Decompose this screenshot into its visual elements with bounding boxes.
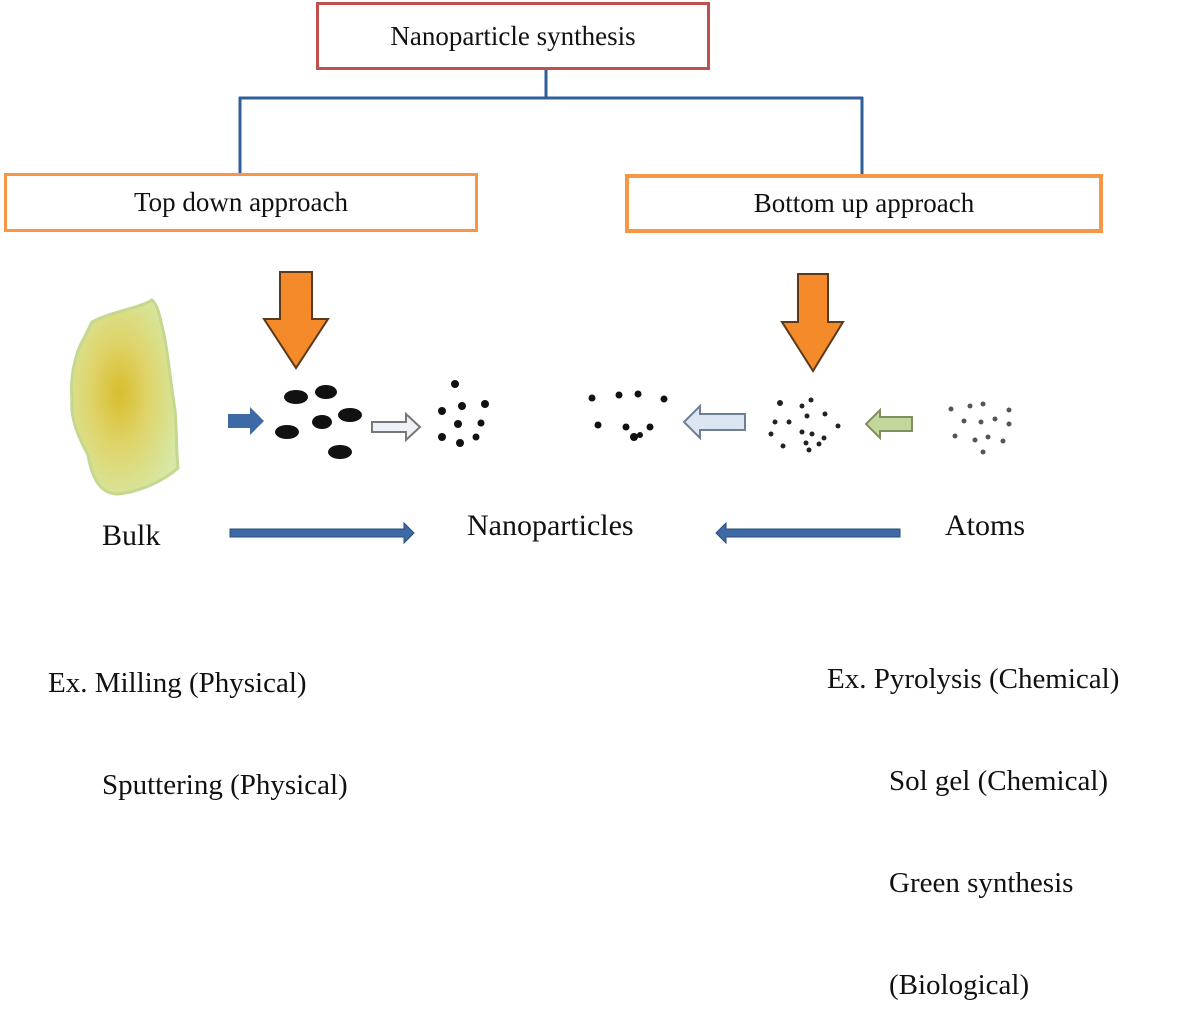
root-node-label: Nanoparticle synthesis bbox=[390, 20, 636, 51]
bottom-up-examples: Ex. Pyrolysis (Chemical) Sol gel (Chemic… bbox=[827, 594, 1119, 1036]
top-down-nanoparticles bbox=[438, 380, 489, 447]
bottom-up-example-3: Green synthesis bbox=[827, 866, 1119, 900]
atoms-to-nanoparticles-arrow-icon bbox=[715, 521, 901, 545]
hollow-right-arrow-icon bbox=[371, 411, 422, 443]
example-prefix: Ex. bbox=[48, 667, 88, 699]
bulk-to-nanoparticles-arrow-icon bbox=[229, 521, 415, 545]
bulk-material-icon bbox=[70, 298, 180, 496]
tree-connectors bbox=[238, 70, 864, 175]
example-item: Pyrolysis (Chemical) bbox=[873, 663, 1120, 695]
nanoparticles-label: Nanoparticles bbox=[467, 509, 634, 542]
bottom-up-nanoparticles bbox=[588, 390, 668, 441]
bottom-up-example-2: Sol gel (Chemical) bbox=[827, 764, 1119, 798]
example-prefix: Ex. bbox=[827, 663, 867, 695]
small-blue-arrow-icon bbox=[228, 407, 264, 435]
large-particles bbox=[275, 385, 362, 459]
hollow-left-arrow-icon bbox=[682, 403, 746, 441]
example-item: Sol gel (Chemical) bbox=[889, 765, 1109, 797]
green-left-arrow-icon bbox=[864, 407, 913, 441]
bulk-label: Bulk bbox=[102, 519, 161, 552]
top-down-examples: Ex. Milling (Physical) Sputtering (Physi… bbox=[48, 598, 348, 836]
bottom-up-arrow-icon bbox=[780, 273, 845, 373]
example-item: Milling (Physical) bbox=[94, 667, 307, 699]
root-node-nanoparticle-synthesis: Nanoparticle synthesis bbox=[316, 2, 710, 70]
diagram-graphics bbox=[70, 70, 1012, 545]
example-item: Green synthesis bbox=[889, 867, 1074, 899]
example-item: (Biological) bbox=[889, 969, 1030, 1001]
atoms-cluster bbox=[948, 401, 1012, 455]
top-down-example-2: Sputtering (Physical) bbox=[48, 768, 348, 802]
branch-node-bottom-up: Bottom up approach bbox=[625, 174, 1103, 233]
example-item: Sputtering (Physical) bbox=[102, 769, 348, 801]
bottom-up-label: Bottom up approach bbox=[753, 188, 975, 218]
branch-node-top-down: Top down approach bbox=[4, 173, 478, 232]
atoms-label: Atoms bbox=[945, 509, 1026, 542]
bottom-up-example-4: (Biological) bbox=[827, 968, 1119, 1002]
top-down-label: Top down approach bbox=[133, 187, 349, 217]
top-down-example-1: Ex. Milling (Physical) bbox=[48, 666, 348, 700]
bottom-up-example-1: Ex. Pyrolysis (Chemical) bbox=[827, 662, 1119, 696]
clustering-atoms bbox=[768, 397, 841, 453]
top-down-arrow-icon bbox=[262, 271, 330, 370]
